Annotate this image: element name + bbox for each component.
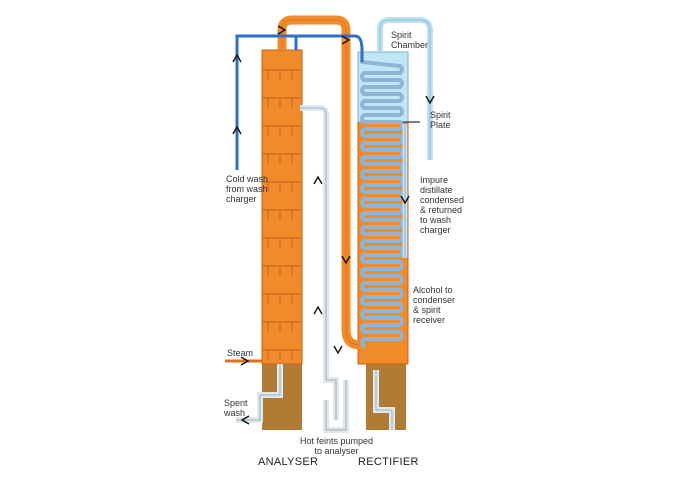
analyser-title: ANALYSER bbox=[258, 456, 319, 468]
rectifier-coil bbox=[360, 60, 404, 348]
impure-distillate-label: Impure distillate condensed & returned t… bbox=[420, 175, 465, 235]
steam-label: Steam bbox=[227, 348, 254, 358]
flow-arrow-icon bbox=[400, 195, 410, 205]
spirit-chamber-label: Spirit Chamber bbox=[391, 30, 429, 50]
flow-arrows bbox=[232, 25, 435, 425]
cold-wash-label: Cold wash from wash charger bbox=[226, 174, 269, 204]
flow-arrow-icon bbox=[333, 345, 343, 355]
flow-arrow-icon bbox=[232, 53, 242, 63]
rectifier-title: RECTIFIER bbox=[358, 456, 419, 468]
rectifier-base bbox=[366, 364, 406, 430]
flow-arrow-icon bbox=[425, 95, 435, 105]
flow-arrow-icon bbox=[341, 35, 351, 45]
flow-arrow-icon bbox=[313, 305, 323, 315]
spent-wash-label: Spent wash bbox=[224, 398, 248, 418]
flow-arrow-icon bbox=[277, 25, 287, 35]
flow-arrow-icon bbox=[240, 415, 250, 425]
flow-arrow-icon bbox=[313, 175, 323, 185]
flow-arrow-icon bbox=[232, 125, 242, 135]
analyser-trays bbox=[262, 69, 302, 360]
flow-arrow-icon bbox=[240, 356, 250, 366]
spirit-plate-label: Spirit Plate bbox=[430, 110, 451, 130]
flow-arrow-icon bbox=[341, 255, 351, 265]
hot-feints-label: Hot feints pumped to analyser bbox=[300, 436, 374, 456]
analyser-column bbox=[261, 49, 303, 365]
alcohol-label: Alcohol to condenser & spirit receiver bbox=[413, 285, 456, 325]
cold-wash-pipe bbox=[235, 34, 364, 170]
hot-feints-pipe bbox=[300, 105, 339, 420]
